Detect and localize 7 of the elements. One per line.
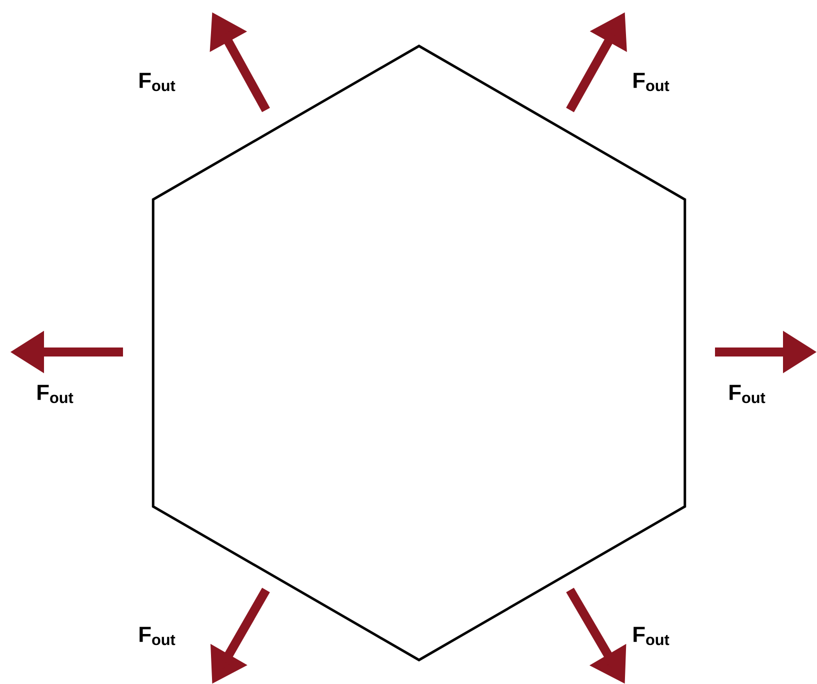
force-label: F$_{out}$	[634, 72, 670, 92]
force-label: F$_{out}$	[140, 626, 176, 646]
force-label: F$_{out}$	[634, 626, 670, 646]
force-label: F$_{out}$	[140, 72, 176, 92]
force-label: F$_{out}$	[730, 384, 766, 404]
hexagon	[152, 44, 686, 662]
force-label: F$_{out}$	[38, 384, 74, 404]
